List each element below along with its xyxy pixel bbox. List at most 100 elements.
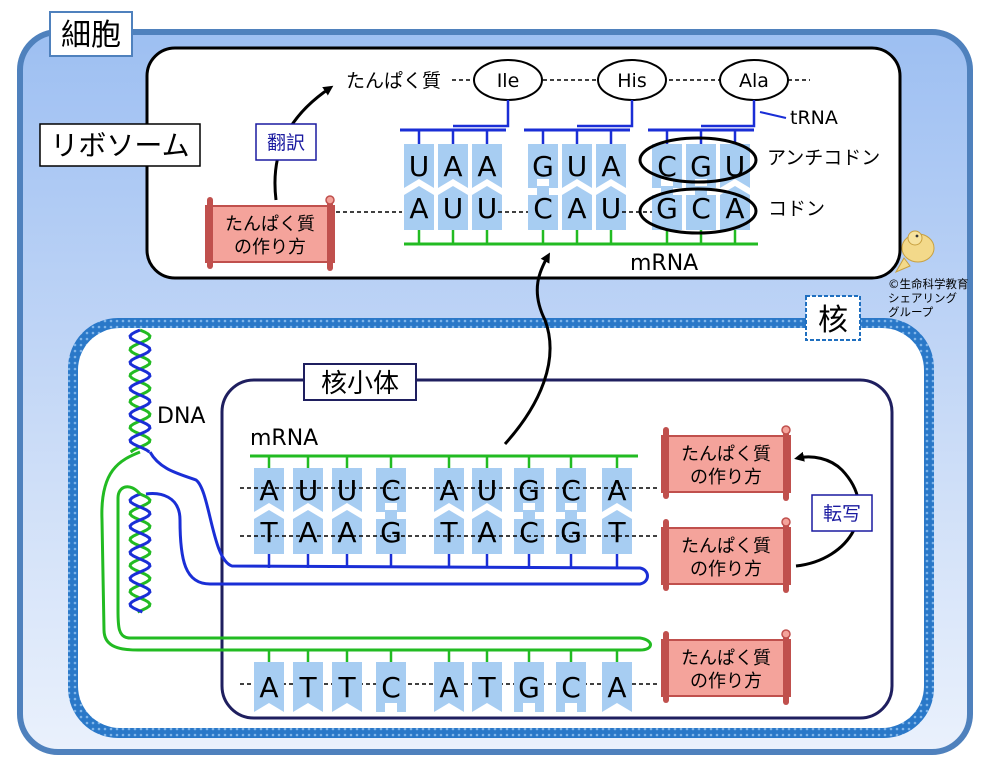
base-letter: T [607, 516, 626, 549]
coding-base: G [514, 662, 544, 712]
recipe-line-1: たんぱく質 [681, 648, 771, 669]
mrna-base: U [472, 468, 502, 512]
base-letter: G [560, 516, 582, 549]
dna-label: DNA [157, 404, 205, 429]
nucleus-label: 核 [818, 303, 848, 338]
base-letter: T [439, 516, 458, 549]
base-letter: A [725, 192, 744, 225]
base-letter: A [298, 516, 317, 549]
base-letter: G [656, 192, 678, 225]
base-letter: A [601, 150, 620, 183]
protein-label: たんぱく質 [346, 70, 441, 92]
nucleolus-label: 核小体 [321, 369, 399, 399]
coding-base: C [556, 662, 586, 712]
mrna-base: C [376, 468, 406, 512]
base-letter: G [532, 150, 554, 183]
codon-base: A [562, 186, 592, 230]
base-letter: G [518, 474, 540, 507]
translation-label-box [255, 123, 317, 161]
base-letter: A [443, 150, 462, 183]
dna-helix-blue-lower [128, 492, 152, 614]
codon-base: U [596, 186, 626, 230]
base-letter: A [607, 671, 626, 704]
base-letter: U [477, 474, 498, 507]
base-letter: A [337, 516, 356, 549]
base-letter: A [259, 671, 278, 704]
anticodon-base: U [562, 144, 592, 188]
ribosome-label: リボソーム [50, 129, 189, 162]
credit-line-1: ©生命科学教育 [888, 277, 969, 291]
anticodon-base: A [438, 144, 468, 188]
base-letter: C [691, 192, 711, 225]
base-letter: A [439, 671, 458, 704]
mrna-base: A [602, 468, 632, 512]
base-letter: A [259, 474, 278, 507]
base-letter: C [657, 150, 677, 183]
mrna-base: U [332, 468, 362, 512]
base-letter: U [477, 192, 498, 225]
anticodon-base: U [404, 144, 434, 188]
anticodon-base: G [686, 144, 716, 188]
codon-base: U [438, 186, 468, 230]
base-letter: A [607, 474, 626, 507]
base-letter: U [337, 474, 358, 507]
credit-line-2: シェアリング [888, 291, 957, 305]
base-letter: G [380, 516, 402, 549]
recipe-line-2: の作り方 [690, 671, 762, 692]
codon-base: A [404, 186, 434, 230]
recipe-line-2: の作り方 [690, 467, 762, 488]
nucleolus-label-box [303, 363, 417, 401]
anticodon-base: G [528, 144, 558, 188]
recipe-line-1: たんぱく質 [681, 536, 771, 557]
ribosome-label-box [39, 123, 201, 167]
base-letter: G [518, 671, 540, 704]
base-letter: U [298, 474, 319, 507]
template-base: G [376, 510, 406, 554]
template-base: A [472, 510, 502, 554]
base-letter: U [409, 150, 430, 183]
base-letter: A [477, 150, 496, 183]
transcription-label-box [811, 494, 873, 532]
amino-acid-label: His [617, 70, 646, 92]
coding-base: C [376, 662, 406, 712]
nucleus-label-box [805, 295, 861, 341]
cell-label-box [49, 11, 133, 57]
mrna-base: A [434, 468, 464, 512]
base-letter: C [381, 474, 401, 507]
dna-helix-green-upper [128, 328, 152, 454]
codon-label: コドン [768, 198, 825, 220]
base-letter: U [567, 150, 588, 183]
trna-stem [577, 100, 634, 128]
template-base: T [254, 510, 284, 554]
anticodon-label: アンチコドン [767, 147, 880, 169]
base-letter: C [381, 671, 401, 704]
cell-label: 細胞 [61, 18, 121, 53]
codon-base: C [528, 186, 558, 230]
base-letter: C [561, 671, 581, 704]
coding-base: A [254, 662, 284, 712]
dna-helix-green-lower [128, 492, 152, 614]
transcription-label: 転写 [823, 503, 861, 525]
trna-pointer [759, 111, 787, 119]
base-letter: C [561, 474, 581, 507]
trna-stem [453, 100, 510, 128]
anticodon-base: A [596, 144, 626, 188]
codon-base: U [472, 186, 502, 230]
recipe-line-2: の作り方 [690, 559, 762, 580]
template-base: C [514, 510, 544, 554]
codon-highlight [638, 187, 758, 235]
base-letter: A [477, 516, 496, 549]
recipe-line-1: たんぱく質 [681, 444, 771, 465]
transcription-arrow [794, 451, 861, 568]
mrna-base: A [254, 468, 284, 512]
coding-base: T [332, 662, 362, 712]
base-letter: T [298, 671, 317, 704]
mrna-base: U [293, 468, 323, 512]
mrna-ribosome-label: mRNA [630, 251, 698, 276]
credit-logo [894, 230, 935, 274]
